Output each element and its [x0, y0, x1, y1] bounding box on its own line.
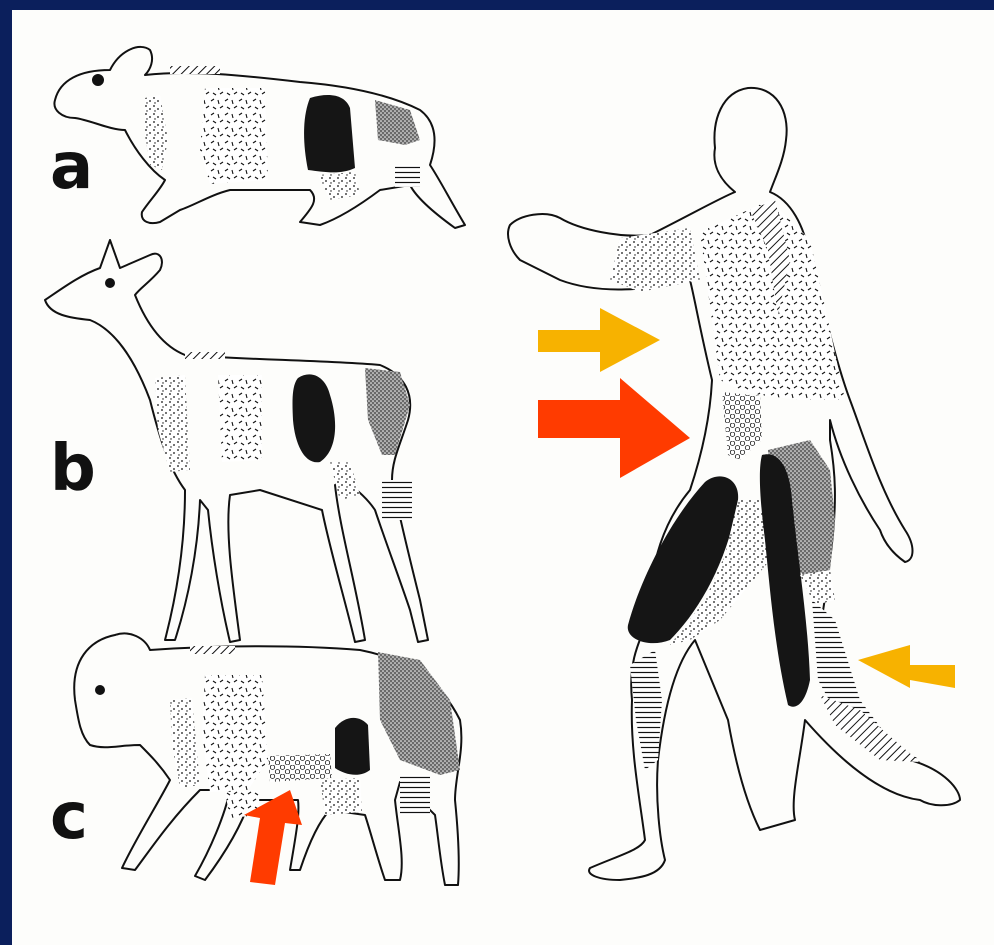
rodent-eye: [93, 75, 103, 85]
panel-label-a: a: [50, 130, 93, 204]
cat-lines-hock: [400, 775, 430, 815]
cat-hex-belly: [268, 754, 332, 782]
cat-hatch-back: [190, 646, 235, 654]
rodent-figure: [54, 47, 465, 228]
deer-black-thigh: [293, 374, 336, 462]
deer-stipple-belly: [330, 462, 360, 500]
deer-figure: [45, 240, 428, 642]
rodent-stipple-neck: [145, 95, 168, 170]
human-figure: [508, 88, 960, 880]
human-hex-waist: [722, 392, 762, 460]
deer-eye: [106, 279, 114, 287]
human-black-front-thigh: [628, 476, 738, 643]
deer-lines-hock: [382, 480, 412, 520]
human-stipple-knee: [800, 570, 835, 605]
rodent-stipple-belly: [318, 172, 360, 200]
human-stipple-arm: [610, 228, 700, 292]
rodent-hatch-back: [170, 66, 220, 74]
rodent-lines-hock: [395, 165, 420, 187]
panel-label-c: c: [50, 780, 88, 854]
deer-hatch-withers: [185, 352, 225, 359]
rodent-dash-shoulder: [200, 88, 268, 184]
deer-dash-shoulder: [218, 375, 262, 462]
deer-stipple-neck: [155, 375, 190, 472]
cat-dash-shoulder: [202, 675, 268, 792]
cat-stipple-hindleg: [320, 778, 362, 815]
arrow-orange-chest: [538, 308, 660, 372]
cat-eye: [96, 686, 104, 694]
rodent-black-thigh: [304, 95, 355, 172]
human-lines-shin: [630, 650, 662, 770]
arrow-red-waist: [538, 378, 690, 478]
arrow-orange-calf: [858, 645, 955, 688]
cat-black-thigh: [335, 718, 370, 775]
cat-hatch-rump: [378, 652, 460, 775]
panel-label-b: b: [50, 432, 96, 506]
cat-stipple-neck: [170, 698, 200, 788]
